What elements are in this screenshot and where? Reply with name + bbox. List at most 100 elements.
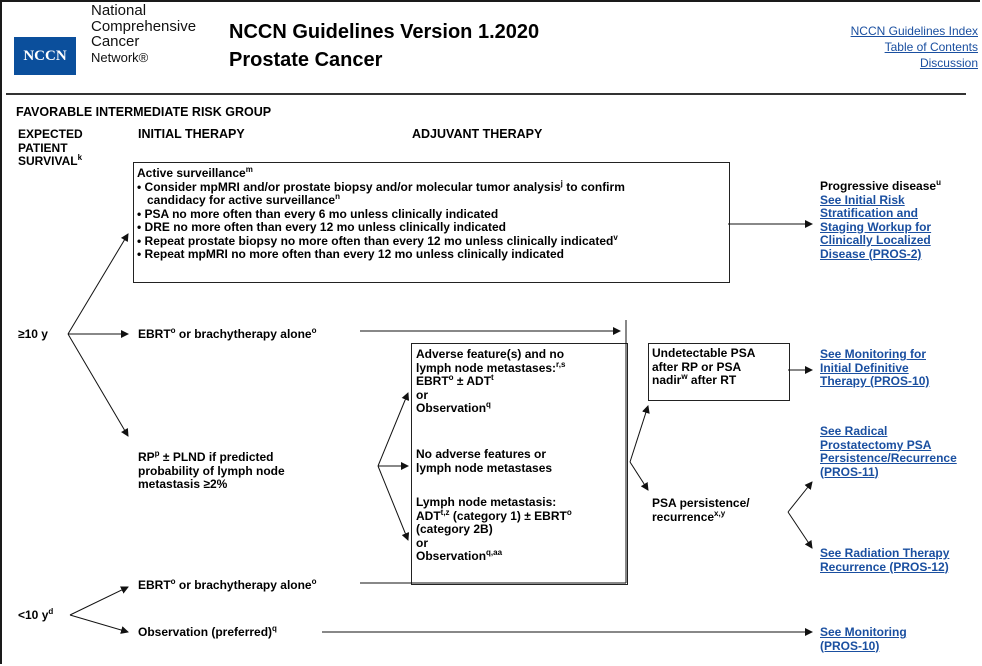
arrow-rp-adverse bbox=[377, 392, 410, 467]
org-line: National bbox=[91, 2, 147, 19]
node-met-text: Lymph node metastasis: bbox=[416, 495, 557, 509]
link-line[interactable]: Initial Definitive bbox=[820, 360, 909, 375]
node-met-text: (category 2B) bbox=[416, 522, 493, 536]
footnote-ref: o bbox=[311, 577, 317, 586]
undetectable-psa-box bbox=[648, 343, 790, 401]
link-line[interactable]: Clinically Localized bbox=[820, 233, 931, 247]
rp-text: metastasis ≥2% bbox=[138, 477, 228, 491]
undetectable-text: nadir bbox=[652, 373, 682, 387]
arrow-to-surveillance bbox=[67, 233, 129, 335]
footnote-ref: x,y bbox=[714, 508, 726, 518]
monitoring-initial-link[interactable]: See Monitoring for Initial Definitive Th… bbox=[820, 347, 930, 389]
link-line[interactable]: (PROS-10) bbox=[820, 638, 880, 653]
adverse-text: Adverse feature(s) and no bbox=[416, 347, 565, 361]
psa-persistence-block: PSA persistence/ recurrencex,y bbox=[652, 496, 750, 524]
link-line[interactable]: Stratification and bbox=[820, 206, 919, 220]
surveillance-title: Active surveillance bbox=[137, 166, 246, 180]
footnote-ref: j bbox=[560, 178, 563, 188]
bullet-text: • Repeat mpMRI no more often than every … bbox=[137, 247, 564, 261]
radical-prostatectomy-link[interactable]: See Radical Prostatectomy PSA Persistenc… bbox=[820, 424, 957, 479]
link-line[interactable]: (PROS-11) bbox=[820, 464, 879, 479]
observation-preferred: Observation (preferred)q bbox=[138, 624, 277, 640]
adverse-text: ± ADT bbox=[453, 374, 492, 388]
link-line[interactable]: See Radiation Therapy bbox=[820, 546, 950, 560]
guidelines-index-link[interactable]: NCCN Guidelines Index bbox=[850, 24, 978, 38]
progressive-disease-label: Progressive disease bbox=[820, 179, 937, 193]
monitoring-link[interactable]: See Monitoring (PROS-10) bbox=[820, 625, 907, 653]
arrow-to-rp bbox=[67, 333, 129, 437]
arrow-to-persistence bbox=[629, 461, 649, 491]
footnote-ref: d bbox=[48, 607, 54, 616]
survival-column-header: EXPECTED PATIENT SURVIVALk bbox=[18, 127, 83, 169]
persistence-text: recurrence bbox=[652, 509, 715, 524]
adverse-text: EBRT bbox=[416, 374, 449, 388]
footnote-ref: p bbox=[154, 449, 160, 458]
bullet-text: to confirm bbox=[562, 179, 625, 194]
link-line[interactable]: Persistence/Recurrence bbox=[820, 451, 957, 465]
rp-text: ± PLND if predicted bbox=[159, 450, 274, 464]
node-met-text: Observation bbox=[416, 549, 487, 563]
bullet-text: • Repeat prostate biopsy no more often t… bbox=[137, 233, 614, 248]
initial-therapy-header: INITIAL THERAPY bbox=[138, 127, 245, 141]
no-adverse-block: No adverse features or lymph node metast… bbox=[416, 447, 553, 475]
header-line: SURVIVAL bbox=[18, 154, 78, 168]
footnote-ref: k bbox=[77, 153, 83, 162]
no-adverse-text: lymph node metastases bbox=[416, 460, 553, 475]
link-line[interactable]: See Initial Risk bbox=[820, 192, 905, 207]
link-line[interactable]: See Monitoring for bbox=[820, 347, 926, 361]
adjuvant-box bbox=[411, 343, 628, 585]
adverse-text: Observation bbox=[416, 401, 487, 415]
link-line[interactable]: Prostatectomy PSA bbox=[820, 437, 932, 452]
discussion-link[interactable]: Discussion bbox=[919, 56, 978, 70]
link-line[interactable]: Recurrence (PROS-12) bbox=[820, 559, 949, 574]
observation-text: Observation (preferred) bbox=[138, 625, 273, 639]
footnote-ref: o bbox=[448, 373, 454, 382]
footnote-ref: o bbox=[170, 326, 176, 335]
node-met-text: or bbox=[416, 535, 428, 550]
persistence-text: PSA persistence/ bbox=[652, 496, 750, 510]
footnote-ref: q bbox=[486, 400, 491, 409]
org-line: Comprehensive bbox=[91, 17, 197, 35]
ebrt-text: EBRT bbox=[138, 327, 171, 341]
ebrt-text: or brachytherapy alone bbox=[175, 578, 312, 592]
undetectable-text: after RP or PSA bbox=[652, 359, 742, 374]
ebrt-brachy-bottom: EBRTo or brachytherapy aloneo bbox=[138, 577, 317, 593]
footnote-ref: o bbox=[311, 326, 317, 335]
arrow-rp-node bbox=[377, 465, 410, 541]
rp-plnd-block: RPp ± PLND if predicted probability of l… bbox=[138, 449, 285, 492]
arrow-to-undetectable bbox=[629, 405, 650, 463]
guideline-title: NCCN Guidelines Version 1.2020 bbox=[229, 21, 540, 43]
header-divider bbox=[6, 93, 966, 95]
organization-name: National Comprehensive Cancer Network® bbox=[91, 3, 196, 65]
undetectable-text: after RT bbox=[687, 373, 737, 387]
arrow-to-ebrt-bottom bbox=[69, 586, 129, 616]
survival-ge10-label: ≥10 y bbox=[18, 327, 48, 341]
footnote-ref: q bbox=[272, 624, 277, 633]
link-line[interactable]: Staging Workup for bbox=[820, 219, 932, 234]
adverse-text: lymph node metastases: bbox=[416, 360, 557, 375]
section-title: FAVORABLE INTERMEDIATE RISK GROUP bbox=[16, 105, 272, 119]
footnote-ref: w bbox=[681, 372, 688, 381]
link-line[interactable]: See Monitoring bbox=[820, 625, 907, 639]
table-of-contents-link[interactable]: Table of Contents bbox=[884, 40, 978, 54]
footnote-ref: t,z bbox=[440, 507, 450, 517]
bullet-text: • Consider mpMRI and/or prostate biopsy … bbox=[137, 179, 561, 194]
survival-lt10-text: <10 y bbox=[18, 608, 49, 622]
active-surveillance-text: Active surveillancem • Consider mpMRI an… bbox=[137, 165, 625, 262]
link-line[interactable]: Disease (PROS-2) bbox=[820, 246, 922, 261]
initial-risk-link[interactable]: See Initial Risk Stratification and Stag… bbox=[820, 192, 941, 262]
footnote-ref: m bbox=[245, 165, 253, 174]
link-line[interactable]: Therapy (PROS-10) bbox=[820, 374, 930, 388]
link-line[interactable]: See Radical bbox=[820, 424, 888, 438]
arrow-to-radical bbox=[787, 481, 813, 513]
node-met-text: (category 1) ± EBRT bbox=[449, 508, 567, 523]
footnote-ref: o bbox=[566, 507, 572, 517]
footnote-ref: o bbox=[170, 577, 176, 586]
footnote-ref: r,s bbox=[556, 359, 566, 369]
undetectable-psa-block: Undetectable PSA after RP or PSA nadirw … bbox=[652, 346, 755, 388]
footnote-ref: u bbox=[936, 178, 941, 187]
adjuvant-therapy-header: ADJUVANT THERAPY bbox=[412, 127, 543, 141]
radiation-therapy-link[interactable]: See Radiation Therapy Recurrence (PROS-1… bbox=[820, 546, 950, 574]
no-adverse-text: No adverse features or bbox=[416, 447, 547, 461]
